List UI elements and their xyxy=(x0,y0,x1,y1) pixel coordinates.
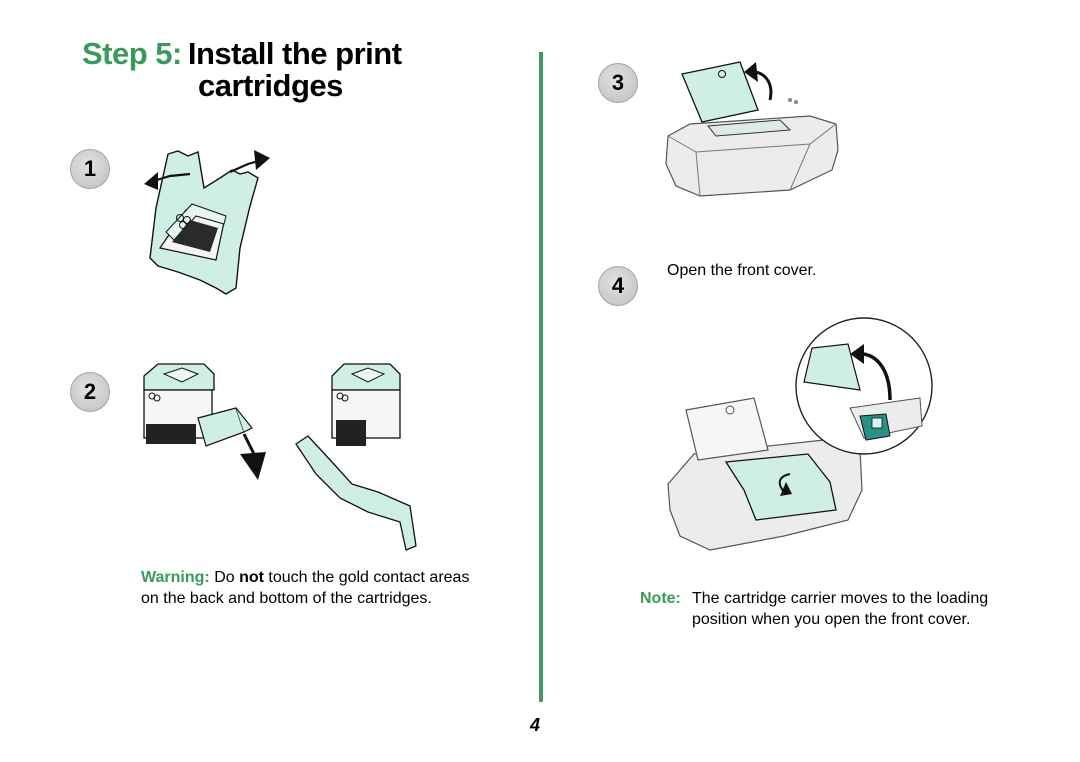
page-number: 4 xyxy=(530,715,541,735)
step-2-badge: 2 xyxy=(70,372,110,412)
warning-text: Warning: Do not touch the gold contact a… xyxy=(141,567,471,609)
step-4-instruction: Open the front cover. xyxy=(667,262,817,279)
cartridge-in-package-illustration xyxy=(144,150,270,295)
page-title: Step 5:Install the print cartridges xyxy=(82,38,402,102)
step-4-badge: 4 xyxy=(598,266,638,306)
warning-label: Warning: xyxy=(141,569,210,586)
step-label: Step 5: xyxy=(82,36,182,71)
warning-post: touch the gold contact areas on the back… xyxy=(141,569,470,607)
open-front-cover-illustration xyxy=(667,317,933,551)
title-line-1: Install the print xyxy=(187,36,402,71)
step-1-badge: 1 xyxy=(70,149,110,189)
step-3-badge: 3 xyxy=(598,63,638,103)
printer-open-paper-support-illustration xyxy=(665,61,839,197)
warning-bold-word: not xyxy=(239,569,264,586)
warning-pre: Do xyxy=(214,569,235,586)
note-label: Note: xyxy=(640,590,681,607)
title-line-2: cartridges xyxy=(198,68,343,103)
column-divider xyxy=(539,52,543,702)
remove-tape-illustration xyxy=(143,363,417,551)
note-body: The cartridge carrier moves to the loadi… xyxy=(692,590,989,628)
